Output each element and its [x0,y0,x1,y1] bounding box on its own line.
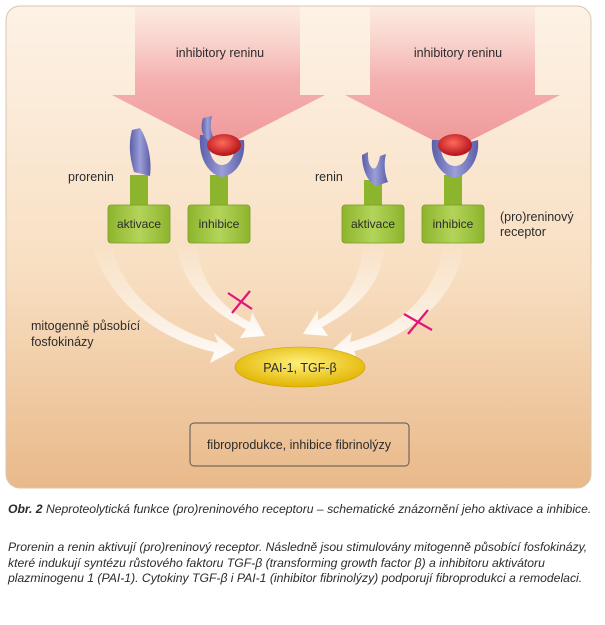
caption-body: Prorenin a renin aktivují (pro)reninový … [8,540,588,585]
result-box-label: fibroprodukce, inhibice fibrinolýzy [207,438,392,452]
renin-inhibitor-molecule-1 [207,134,241,156]
receptor-aktivace-2 [341,152,405,244]
flow-arrow-3 [303,243,384,336]
pai1-tgfb-ellipse [234,346,366,388]
block-cross-right [403,309,433,335]
receptor-label-line2: receptor [500,225,546,239]
inhibice-label-2: inhibice [433,217,474,231]
renin-inhibitor-molecule-2 [438,134,472,156]
block-cross-left [227,290,253,314]
receptor-label-line1: (pro)reninový [500,210,574,224]
diagram-figure: inhibitory reninu inhibitory reninu akti… [5,5,592,489]
flow-arrow-2 [176,243,265,338]
inhibitor-label-left: inhibitory reninu [176,46,264,60]
inhibitor-label-right: inhibitory reninu [414,46,502,60]
mitogen-label-line1: mitogenně působící [31,319,141,333]
mitogen-label-line2: fosfokinázy [31,335,94,349]
caption-title-text: Neproteolytická funkce (pro)reninového r… [45,502,592,516]
pai1-tgfb-label: PAI-1, TGF-β [263,361,336,375]
flow-arrow-4 [332,243,464,362]
renin-label: renin [315,170,343,184]
prorenin-label: prorenin [68,170,114,184]
result-box [189,422,410,467]
inhibitor-arrow-right [345,6,560,150]
aktivace-label-1: aktivace [117,217,161,231]
inhibitor-arrow-left [112,6,325,150]
receptor-aktivace-1 [107,128,171,244]
receptor-inhibice-1 [187,116,251,244]
caption-figure-label: Obr. 2 [8,502,43,516]
flow-arrow-1 [92,243,235,363]
caption-title: Obr. 2 Neproteolytická funkce (pro)renin… [8,502,596,518]
aktivace-label-2: aktivace [351,217,395,231]
receptor-inhibice-2 [421,134,485,244]
inhibice-label-1: inhibice [199,217,240,231]
